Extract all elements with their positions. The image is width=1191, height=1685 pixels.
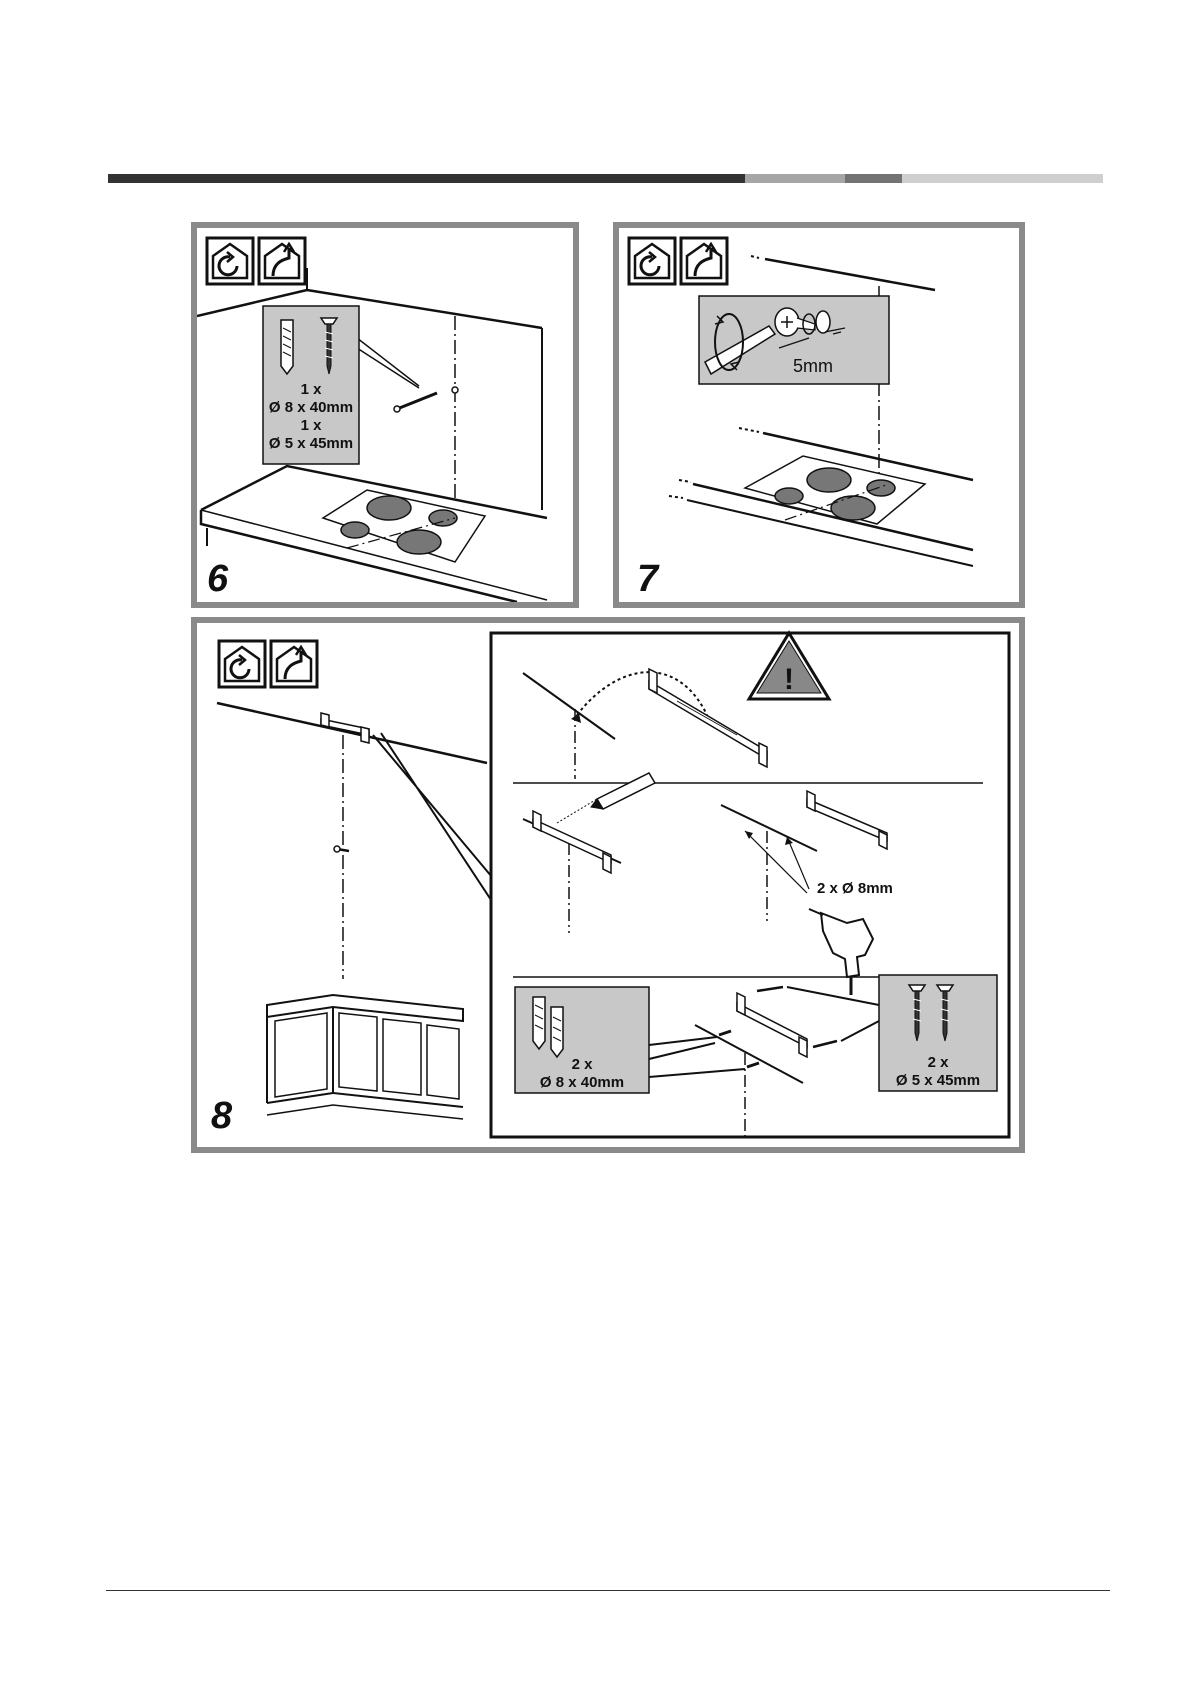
hood-recirculation-icon (629, 238, 675, 284)
plugs-qty: 2 x (572, 1056, 594, 1073)
step-7-number: 7 (637, 560, 658, 598)
hood-recirculation-icon (207, 238, 253, 284)
screws-dim: Ø 5 x 45mm (896, 1072, 980, 1089)
drill-label: 2 x Ø 8mm (817, 880, 893, 897)
header-bar-segment-dark (108, 174, 745, 183)
step-7-illustration: 5mm (619, 228, 1019, 602)
screw-and-plug (394, 387, 458, 412)
wall-cabinet (267, 995, 463, 1119)
header-bar-segment-light (745, 174, 845, 183)
footer-divider (106, 1590, 1110, 1591)
hood-extraction-icon (259, 238, 305, 284)
header-bar-segment-pale (902, 174, 1103, 183)
plugs-dim: Ø 8 x 40mm (540, 1074, 624, 1091)
step-8-number: 8 (211, 1097, 232, 1135)
step-7-panel: 5mm 7 (613, 222, 1025, 608)
step-7-measure: 5mm (793, 356, 833, 376)
step-6-number: 6 (207, 560, 228, 598)
warning-symbol: ! (784, 663, 794, 696)
wall-plug-icon (281, 320, 293, 374)
hood-recirculation-icon (219, 641, 265, 687)
step-6-panel: 1 x Ø 8 x 40mm 1 x Ø 5 x 45mm 6 (191, 222, 579, 608)
step-8-illustration: ! 2 x Ø 8mm (197, 623, 1019, 1147)
step-6-dim-2: Ø 5 x 45mm (269, 435, 353, 452)
step-6-dim-1: Ø 8 x 40mm (269, 399, 353, 416)
hob (745, 456, 925, 524)
hood-extraction-icon (271, 641, 317, 687)
step-6-qty-1: 1 x (301, 381, 323, 398)
screws-qty: 2 x (928, 1054, 950, 1071)
step-8-panel: ! 2 x Ø 8mm (191, 617, 1025, 1153)
step-6-illustration: 1 x Ø 8 x 40mm 1 x Ø 5 x 45mm (197, 228, 573, 602)
step-6-qty-2: 1 x (301, 417, 323, 434)
header-bar-segment-mid (845, 174, 902, 183)
hood-extraction-icon (681, 238, 727, 284)
wall-screw (334, 846, 349, 852)
